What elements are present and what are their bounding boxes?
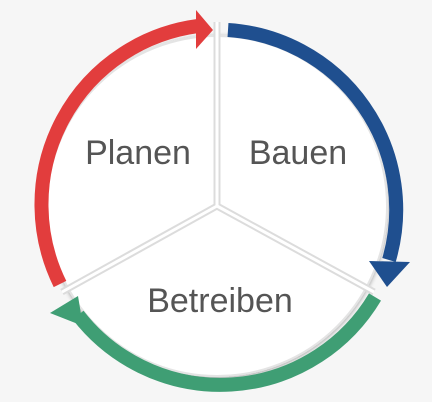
arrow-bauen-arc [227,23,404,262]
arrow-betreiben-head [50,296,83,326]
arrow-planen-head [196,10,213,49]
arrow-betreiben [50,293,382,392]
label-bauen: Bauen [249,134,347,172]
arrow-bauen [227,23,410,287]
arrow-planen-arc [34,19,199,288]
arrow-betreiben-arc [72,293,382,392]
label-planen: Planen [85,134,191,172]
label-betreiben: Betreiben [147,282,293,320]
arrow-planen [34,10,213,288]
arrow-bauen-head [369,261,410,287]
